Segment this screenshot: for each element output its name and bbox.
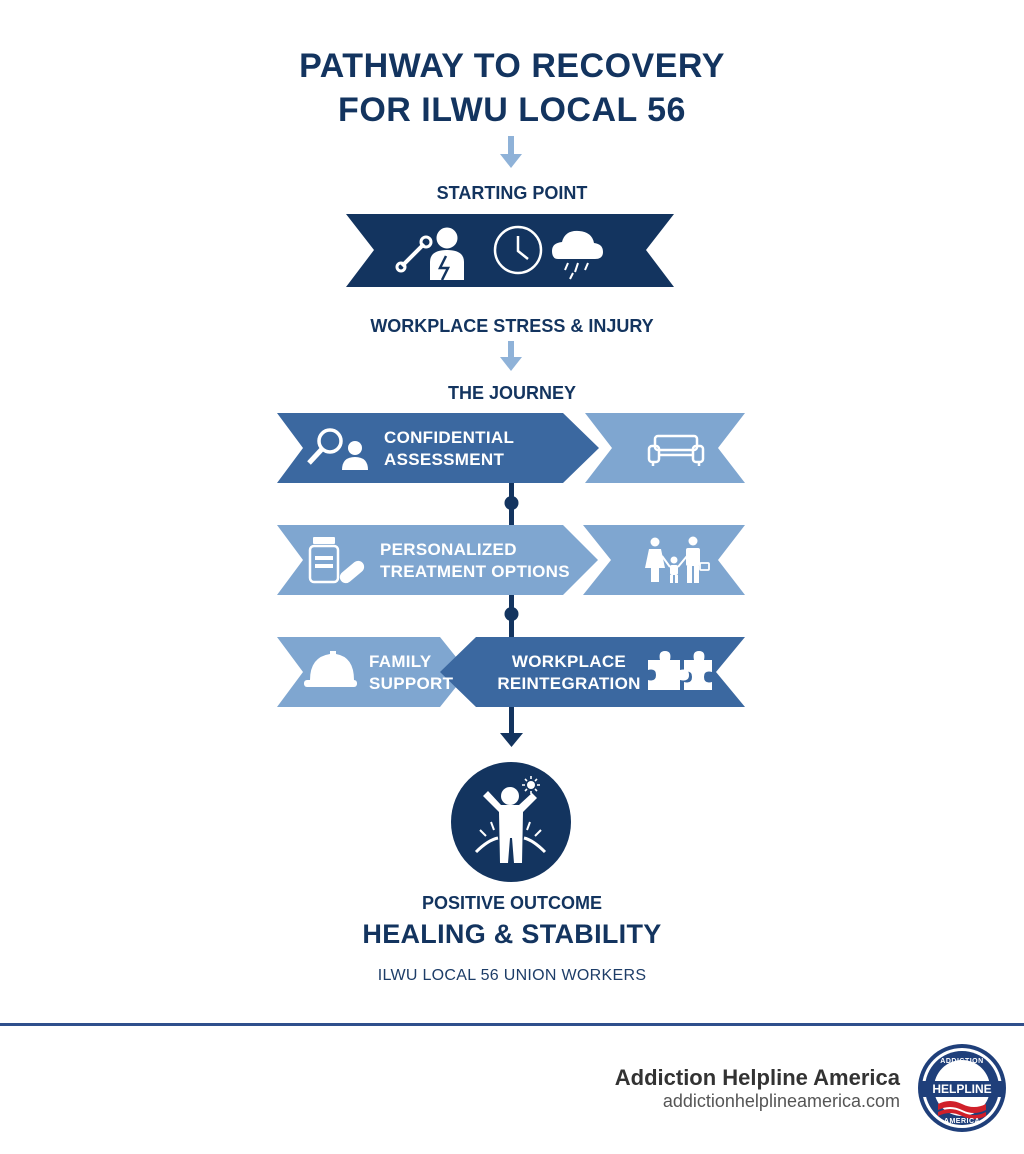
family-icon [645,536,710,583]
logo-text-mid: HELPLINE [932,1082,992,1096]
worker-wrench-icon [395,227,464,281]
reintegration-line-1: WORKPLACE [511,652,627,671]
journey-label: THE JOURNEY [447,383,577,403]
treatment-text: PERSONALIZED TREATMENT OPTIONS [380,539,570,583]
puzzle-icon [648,651,712,690]
starting-point-label: STARTING POINT [436,183,588,203]
brand-name: Addiction Helpline America [614,1065,900,1090]
family-support-line-1: FAMILY [369,652,432,671]
medicine-bottle-icon [308,537,365,584]
logo-text-bottom: AMERICA [943,1118,981,1125]
assessment-line-1: CONFIDENTIAL [384,428,515,447]
family-support-line-2: SUPPORT [369,674,454,693]
connector-dot-1 [504,496,519,510]
page-title: PATHWAY TO RECOVERY FOR ILWU LOCAL 56 [0,44,1024,132]
logo-text-top: ADDICTION [940,1058,984,1065]
starting-caption: WORKPLACE STRESS & INJURY [370,316,654,336]
couch-icon [647,434,705,466]
audience-note: ILWU LOCAL 56 UNION WORKERS [377,967,647,984]
brand-url: addictionhelplineamerica.com [662,1091,900,1111]
hard-hat-icon [304,651,357,687]
title-line-2: FOR ILWU LOCAL 56 [338,91,686,129]
connector-dot-2 [504,607,519,621]
title-line-1: PATHWAY TO RECOVERY [299,47,725,85]
clock-icon [493,225,543,275]
assessment-text: CONFIDENTIAL ASSESSMENT [384,427,514,471]
assessment-line-2: ASSESSMENT [384,450,505,469]
helpline-logo [918,1044,1006,1132]
arrow-down-2 [500,341,522,371]
reintegration-text: WORKPLACE REINTEGRATION [482,651,656,695]
reintegration-line-2: REINTEGRATION [497,674,641,693]
person-sunrise-icon [474,776,547,863]
treatment-line-1: PERSONALIZED [380,540,517,559]
storm-cloud-icon [552,230,603,280]
magnifier-person-icon [307,428,368,470]
family-support-chevron [277,637,468,707]
outcome-title: HEALING & STABILITY [362,919,662,949]
arrow-down-3 [500,733,523,747]
starting-point-banner [346,214,674,287]
footer-divider [0,1023,1024,1026]
couch-chevron [585,413,745,483]
arrow-down-1 [500,136,522,168]
treatment-chevron [277,525,598,595]
outcome-label: POSITIVE OUTCOME [421,893,603,913]
family-support-text: FAMILY SUPPORT [369,651,453,695]
treatment-line-2: TREATMENT OPTIONS [380,562,570,581]
